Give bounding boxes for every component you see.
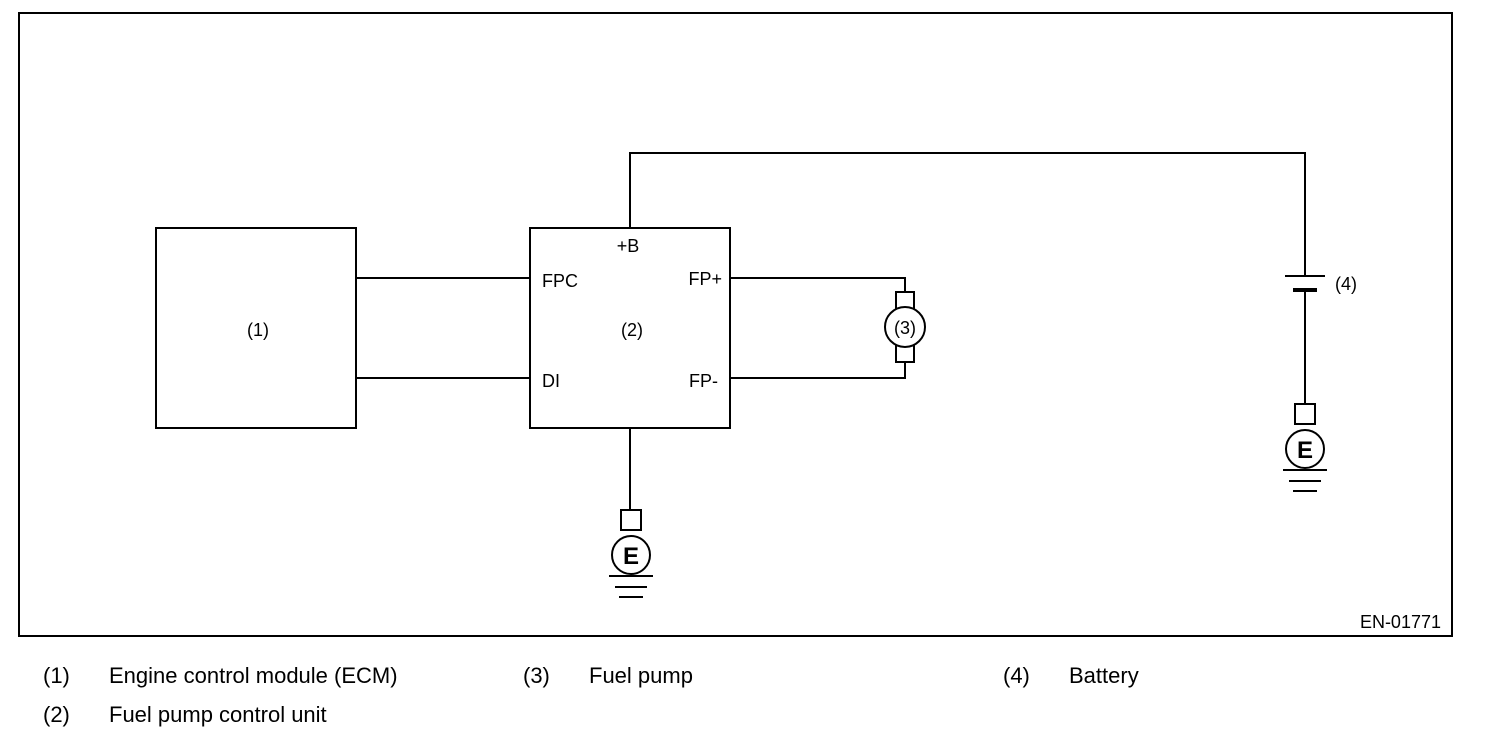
fuel-pump-label: (3) bbox=[894, 318, 916, 338]
terminal-fpc: FPC bbox=[542, 271, 578, 291]
battery-symbol: (4) bbox=[1285, 274, 1357, 404]
fuel-pump-motor-symbol: (3) bbox=[884, 291, 926, 363]
ground-symbol-fpcu: E bbox=[609, 509, 653, 598]
terminal-fp-plus: FP+ bbox=[688, 269, 722, 289]
diagram-frame bbox=[18, 12, 1453, 637]
ecm-label: (1) bbox=[247, 320, 269, 340]
terminal-plus-b: +B bbox=[617, 236, 640, 256]
ground-symbol-battery: E bbox=[1283, 403, 1327, 492]
terminal-fp-minus: FP- bbox=[689, 371, 718, 391]
terminal-di: DI bbox=[542, 371, 560, 391]
fpcu-label: (2) bbox=[621, 320, 643, 340]
wire-plus-b bbox=[629, 152, 1306, 276]
fuel-pump-control-unit-block: (2) +B FPC DI FP+ FP- bbox=[529, 227, 731, 429]
figure-id: EN-01771 bbox=[1360, 612, 1441, 632]
ecm-block: (1) bbox=[155, 227, 357, 429]
ground-label-battery: E bbox=[1297, 437, 1313, 464]
battery-label: (4) bbox=[1335, 274, 1357, 294]
wire-fp-minus bbox=[730, 362, 906, 379]
wire-fp-plus bbox=[730, 277, 906, 292]
ground-label-fpcu: E bbox=[623, 543, 639, 570]
